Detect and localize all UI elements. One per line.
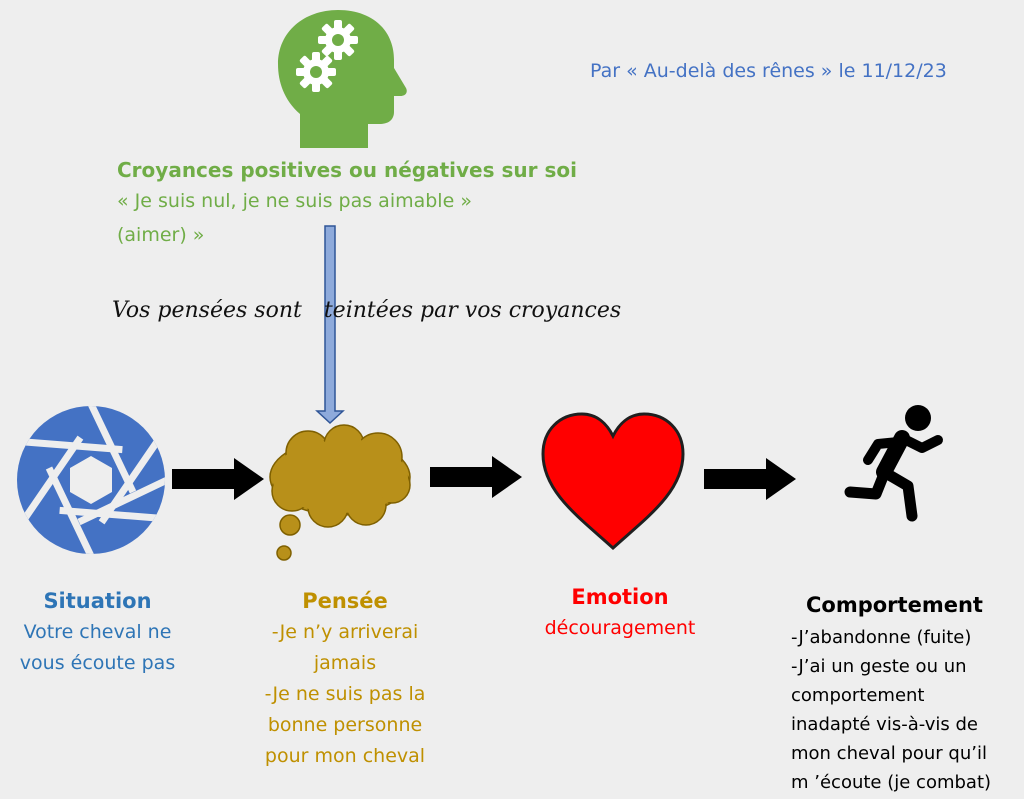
running-person-icon	[844, 405, 943, 522]
thought-text-line: -Je n’y arriverai	[271, 621, 419, 643]
thought-title: Pensée	[302, 589, 388, 613]
emotion-title: Emotion	[571, 585, 669, 609]
situation-title: Situation	[43, 589, 152, 613]
arrow-emotion-to-behavior	[704, 458, 796, 500]
behavior-text-line: -J’abandonne (fuite)	[791, 627, 972, 648]
thought-text-line: -Je ne suis pas la	[264, 683, 426, 705]
behavior-text-line: mon cheval pour qu’il	[791, 743, 987, 764]
situation-text-line: Votre cheval ne	[23, 621, 172, 643]
down-arrow-icon	[315, 225, 345, 425]
thoughts-note-part2: teintées par vos croyances	[323, 298, 622, 323]
thought-block: Pensée -Je n’y arriverai jamais -Je ne s…	[235, 586, 455, 772]
thought-text-line: bonne personne	[267, 714, 423, 736]
emotion-block: Emotion découragement	[515, 582, 725, 644]
arrow-thought-to-emotion	[430, 456, 522, 498]
situation-text-line: vous écoute pas	[19, 652, 176, 674]
belief-title: Croyances positives ou négatives sur soi	[117, 158, 577, 182]
behavior-text-line: comportement	[791, 685, 925, 706]
behavior-text-line: -J’ai un geste ou un	[791, 656, 967, 677]
credit-text: Par « Au-delà des rênes » le 11/12/23	[590, 60, 947, 82]
behavior-title: Comportement	[806, 593, 983, 617]
head-gears-icon	[278, 10, 407, 148]
belief-quote-cont: (aimer) »	[117, 224, 205, 246]
behavior-text-line: inadapté vis-à-vis de	[791, 714, 978, 735]
situation-block: Situation Votre cheval ne vous écoute pa…	[0, 586, 195, 679]
thought-text-line: jamais	[313, 652, 377, 674]
thought-text-line: pour mon cheval	[264, 745, 426, 767]
behavior-text-line: m ’écoute (je combat)	[791, 772, 992, 793]
thought-cloud-icon	[269, 424, 411, 561]
arrow-situation-to-thought	[172, 458, 264, 500]
emotion-text: découragement	[544, 617, 696, 639]
thoughts-note: Vos pensées sont teintées par vos croyanc…	[112, 298, 621, 323]
thoughts-note-part1: Vos pensées sont	[112, 298, 302, 323]
camera-aperture-icon	[17, 406, 165, 554]
heart-icon	[541, 412, 685, 551]
belief-quote: « Je suis nul, je ne suis pas aimable »	[117, 190, 472, 212]
